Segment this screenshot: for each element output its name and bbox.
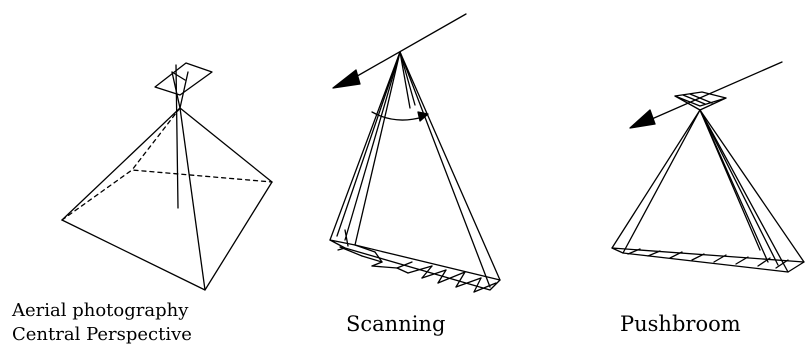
pushbroom-swath	[611, 247, 805, 273]
scan-rotation-arrow	[371, 111, 424, 121]
optical-axis	[175, 64, 179, 209]
scanning-label: Scanning	[346, 312, 446, 336]
central-perspective-label: Central Perspective	[12, 324, 192, 345]
detector-array	[674, 91, 727, 107]
flight-direction-arrowhead	[629, 109, 656, 129]
flight-direction-line	[344, 13, 467, 84]
flight-direction-line	[644, 61, 783, 123]
aerial-photography-label: Aerial photography	[12, 300, 189, 321]
pushbroom-label: Pushbroom	[620, 312, 741, 336]
scan-swath	[329, 239, 501, 291]
aerial-photography-figure	[61, 62, 273, 291]
scanning-figure	[329, 13, 501, 293]
pushbroom-figure	[611, 61, 805, 273]
ground-footprint	[61, 181, 273, 291]
flight-direction-arrowhead	[332, 69, 361, 89]
